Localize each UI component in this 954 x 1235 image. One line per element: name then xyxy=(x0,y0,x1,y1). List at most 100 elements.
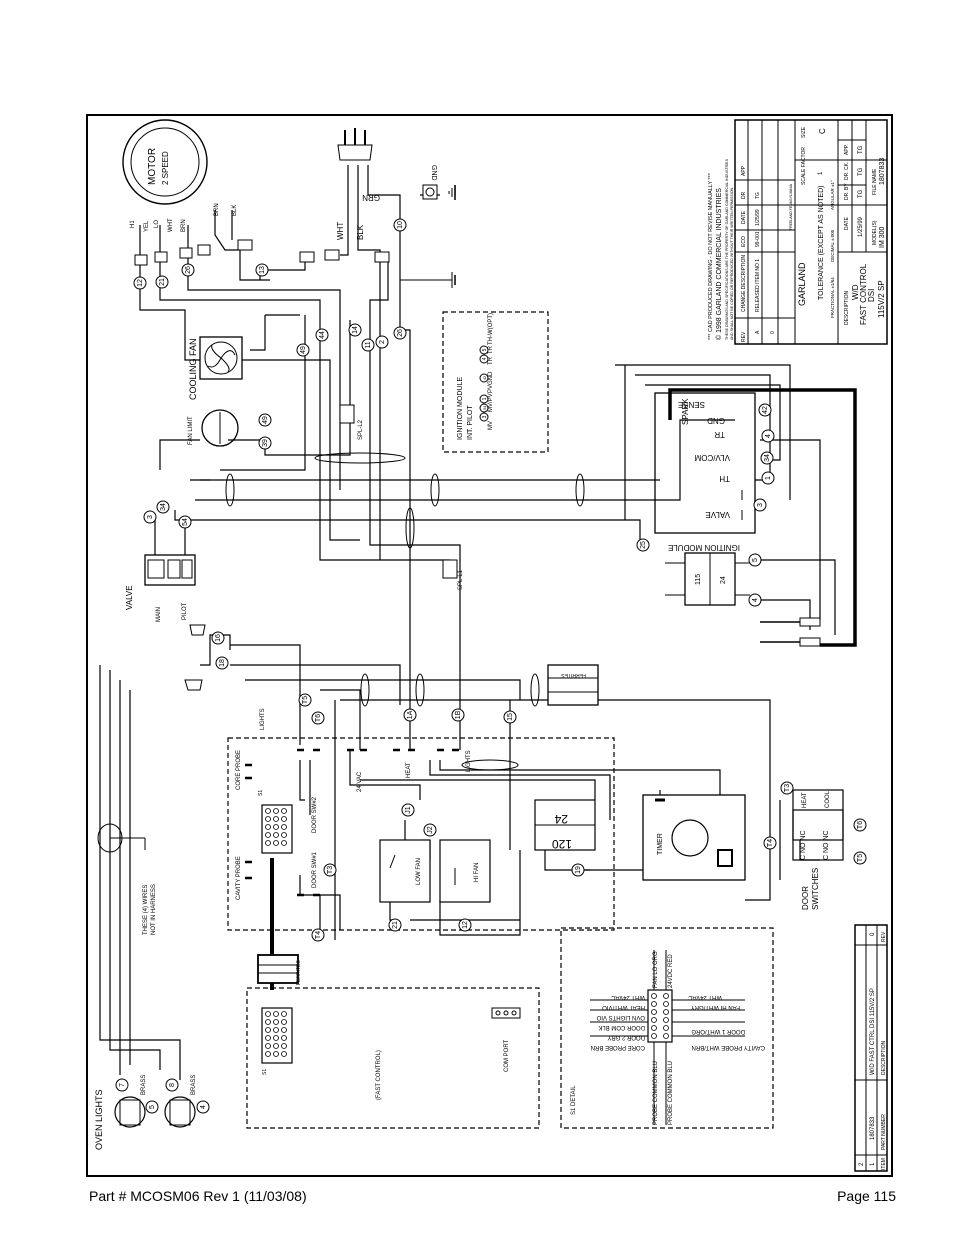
motor-blk-label: BLK xyxy=(232,205,238,216)
title-eco-val: 99-001 xyxy=(755,231,761,247)
svg-text:42: 42 xyxy=(762,406,769,414)
ferrites-top: FERRITES xyxy=(547,664,599,706)
svg-text:4: 4 xyxy=(752,598,759,602)
timer-relay-upper: 115 24 xyxy=(665,552,750,606)
ignition-module: SENSE GND TR VLV/COM TH VALVE SPARK IGNI… xyxy=(654,392,756,552)
wire-grn-label: GRN xyxy=(362,193,380,202)
svg-text:5: 5 xyxy=(482,348,488,351)
terminal-T5b: T5 xyxy=(853,851,867,865)
terminal-15: 15 xyxy=(503,710,517,724)
svg-text:13: 13 xyxy=(259,266,266,274)
ferrites2-label: FERRITES xyxy=(296,960,302,985)
terminal-T6: T6 xyxy=(311,711,325,725)
im-gnd-label: GND xyxy=(488,371,494,385)
title-rev-0: 0 xyxy=(770,331,776,334)
svg-text:4: 4 xyxy=(765,434,772,438)
spl-l2-label: SPL-L2 xyxy=(358,419,364,440)
svg-text:26: 26 xyxy=(185,266,192,274)
terminal-16: 16 xyxy=(211,631,225,645)
pin-door1: DOOR 1 WHT/ORG xyxy=(691,1028,745,1034)
terminal-im1: 1 xyxy=(479,394,489,404)
im-mvpv-label: MV/PV xyxy=(488,393,494,412)
title-block: *** CAD PRODUCED DRAWING - DO NOT REVISE… xyxy=(708,119,888,345)
title-desc4: 115V/2 SP xyxy=(877,280,886,318)
terminal-T4: T4 xyxy=(311,928,325,942)
svg-text:4: 4 xyxy=(482,357,488,360)
drawing-border xyxy=(86,114,893,1177)
door-sw-lower-labels: C NO NC xyxy=(823,830,830,860)
svg-text:21: 21 xyxy=(392,921,399,929)
footer-page-number: Page 115 xyxy=(837,1188,896,1204)
svg-text:T6: T6 xyxy=(857,821,864,829)
title-dr-val: TG xyxy=(755,192,761,199)
ign-valve-label: VALVE xyxy=(705,510,730,519)
motor-yel-label: YEL xyxy=(144,220,150,232)
title-copyright2: THESE DRAWINGS AND SPECIFICATIONS ARE TH… xyxy=(725,158,729,340)
svg-text:8: 8 xyxy=(169,1083,176,1087)
terminal-im3: 3 xyxy=(479,412,489,422)
parts-row1-rev: 0 xyxy=(870,932,876,936)
spl-l1-label: SPL-L1 xyxy=(458,569,464,590)
terminal-1A: 1A xyxy=(403,708,417,722)
title-notice: *** CAD PRODUCED DRAWING - DO NOT REVISE… xyxy=(708,172,714,340)
gnd-label: GND xyxy=(430,165,437,181)
svg-text:14: 14 xyxy=(352,326,359,334)
title-app2-val: TG xyxy=(858,145,864,154)
brass1-label: BRASS xyxy=(141,1075,147,1095)
door-label: DOOR xyxy=(801,886,810,910)
parts-row1-item: 1 xyxy=(870,1162,876,1166)
svg-text:T3: T3 xyxy=(327,866,334,874)
fan-limit-label: FAN LIMIT xyxy=(188,416,194,445)
im-int-pilot-label: INT. PILOT xyxy=(467,405,474,440)
parts-pn-header: PART NUMBER xyxy=(881,1114,887,1150)
wire-blk-label: BLK xyxy=(356,224,365,240)
timer: TIMER xyxy=(642,794,746,881)
svg-text:T3: T3 xyxy=(784,784,791,792)
terminal-13: 13 xyxy=(255,263,269,277)
ign-th-label: TH xyxy=(719,474,730,483)
terminal-21b: 21 xyxy=(388,918,402,932)
svg-text:J1: J1 xyxy=(405,806,412,814)
title-drck: DR. CK. xyxy=(844,162,850,180)
switches-label: SWITCHES xyxy=(811,868,820,910)
im-thw-label: TH-W(OPT) xyxy=(488,313,494,345)
motor-lo-label: LO xyxy=(154,220,160,228)
door-sw-heat-label: HEAT xyxy=(802,792,808,808)
title-drby: DR. BY xyxy=(844,183,850,200)
terminal-ol5: 5 xyxy=(145,1100,159,1114)
svg-text:1: 1 xyxy=(482,397,488,400)
svg-text:12: 12 xyxy=(137,279,144,287)
svg-text:3: 3 xyxy=(757,503,764,507)
timer-24-label: 24 xyxy=(720,576,727,584)
parts-row2-item: 2 xyxy=(859,1162,865,1166)
title-models-header: MODEL(S) xyxy=(872,220,878,245)
pin-24vdc: 24VDC RED xyxy=(668,954,674,988)
title-angular: ANGULAR ±1° xyxy=(830,180,835,210)
terminal-im34: 34 xyxy=(479,403,489,413)
pin-door2: DOOR 2 GRY xyxy=(607,1034,645,1040)
svg-text:1B: 1B xyxy=(455,710,462,719)
core-probe-label: CORE PROBE xyxy=(236,750,242,790)
splices: SPL-L2 SPL-L1 xyxy=(339,404,464,590)
terminal-12b: 12 xyxy=(458,918,472,932)
vac24-label: 24 VAC xyxy=(357,771,363,792)
ign-module-label: IGNITION MODULE xyxy=(668,543,740,552)
timer-label: TIMER xyxy=(657,833,664,855)
parts-list: ITEM PART NUMBER DESCRIPTION REV 1 18078… xyxy=(854,924,888,1172)
svg-text:1A: 1A xyxy=(407,710,414,719)
terminal-34b: 34 xyxy=(760,451,774,465)
terminal-T3: T3 xyxy=(323,863,337,877)
svg-text:42: 42 xyxy=(482,375,487,380)
terminal-3b: 3 xyxy=(753,498,767,512)
door-sw-upper-labels: C NO NC xyxy=(800,830,807,860)
terminal-25: 25 xyxy=(636,538,650,552)
im-mv-label: MV xyxy=(488,421,494,430)
timer-115-label: 115 xyxy=(695,574,702,585)
title-copyright: © 1998 GARLAND COMMERCIAL INDUSTRIES xyxy=(715,188,723,340)
ign-vlvcom-label: VLV/COM xyxy=(694,453,730,462)
title-app-header: APP xyxy=(741,165,747,176)
title-desc2: FAST CONTROL xyxy=(859,263,868,325)
pin-cavity-probe: CAVITY PROBE WHT/BRN xyxy=(692,1044,765,1050)
relay-120-label: 120 xyxy=(552,837,572,851)
